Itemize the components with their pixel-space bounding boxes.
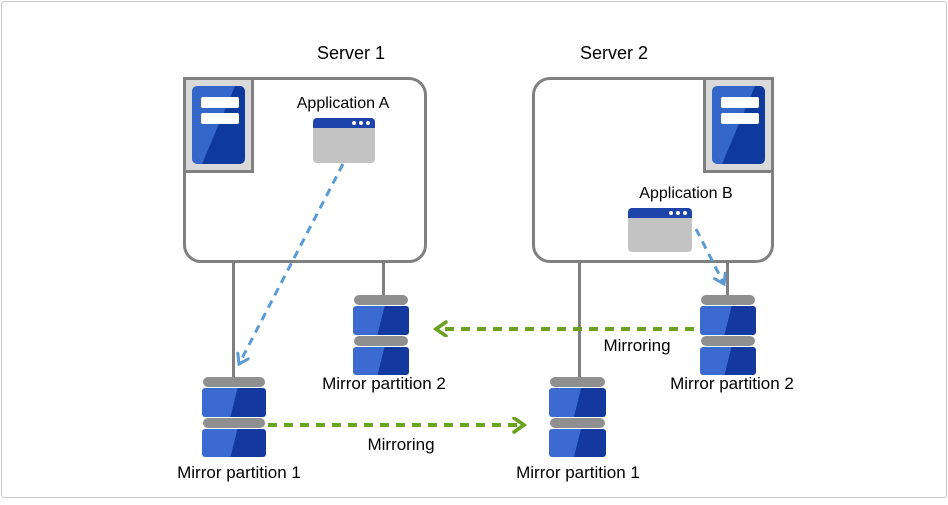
disk-platter-icon: [202, 388, 266, 417]
server2-mirror-partition1-disk-icon: [549, 377, 606, 457]
server1-mirror-partition2-label: Mirror partition 2: [322, 374, 446, 393]
disk-cap-icon: [701, 336, 755, 346]
window-dot-icon: [366, 121, 370, 125]
server1-mirror-partition1-label: Mirror partition 1: [177, 463, 301, 482]
application-b-label: Application B: [639, 185, 733, 202]
disk-cap-icon: [203, 418, 265, 428]
application-b-window-icon: [628, 208, 692, 252]
server2-mirror-partition2-disk-icon: [700, 295, 756, 375]
mirroring-bottom-label: Mirroring: [367, 435, 435, 454]
appB-access-arrow-icon: [694, 228, 724, 284]
window-dot-icon: [683, 211, 687, 215]
disk-cap-icon: [550, 418, 605, 428]
server2-mirror-partition2-label: Mirror partition 2: [670, 374, 794, 393]
disk-cap-icon: [354, 295, 408, 305]
window-dot-icon: [676, 211, 680, 215]
disk-cap-icon: [354, 336, 408, 346]
disk-platter-icon: [202, 429, 266, 457]
mirroring-top-label: Mirroring: [603, 336, 671, 355]
disk-platter-icon: [353, 347, 409, 375]
disk-cap-icon: [550, 377, 605, 387]
application-a-label: Application A: [296, 95, 390, 112]
application-a-window-icon: [313, 118, 375, 163]
disk-cap-icon: [203, 377, 265, 387]
server-slot-icon: [721, 97, 759, 108]
server1-label: Server 1: [316, 43, 386, 63]
appA-access-arrow-icon: [239, 163, 345, 364]
server2-label: Server 2: [579, 43, 649, 63]
server2-mirror-partition1-label: Mirror partition 1: [516, 463, 640, 482]
server-tower-icon: [712, 86, 765, 164]
server-slot-icon: [201, 97, 239, 108]
server1-mirror-partition1-disk-icon: [202, 377, 266, 457]
server-slot-icon: [721, 113, 759, 124]
disk-platter-icon: [700, 347, 756, 375]
disk-platter-icon: [549, 388, 606, 417]
server1-mirror-partition2-disk-icon: [353, 295, 409, 375]
server-tower-icon: [192, 86, 245, 164]
window-dot-icon: [359, 121, 363, 125]
window-titlebar-icon: [628, 208, 692, 218]
window-dot-icon: [352, 121, 356, 125]
disk-cap-icon: [701, 295, 755, 305]
disk-platter-icon: [353, 306, 409, 335]
disk-platter-icon: [549, 429, 606, 457]
window-dot-icon: [669, 211, 673, 215]
disk-platter-icon: [700, 306, 756, 335]
server2-icon: [703, 77, 774, 173]
window-titlebar-icon: [313, 118, 375, 128]
server-slot-icon: [201, 113, 239, 124]
server1-icon: [183, 77, 254, 173]
